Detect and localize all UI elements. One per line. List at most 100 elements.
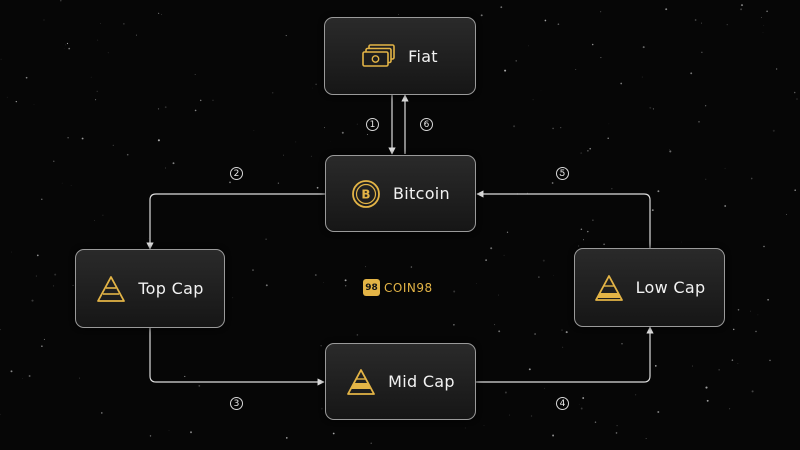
star [562, 346, 564, 348]
star [620, 82, 623, 85]
star [330, 141, 331, 142]
star [356, 334, 359, 336]
star [669, 149, 671, 150]
star [464, 427, 466, 429]
star [578, 403, 580, 405]
star [542, 259, 545, 262]
star [616, 424, 618, 427]
pyramid-icon [346, 368, 376, 396]
star [649, 106, 652, 109]
star [544, 387, 545, 389]
star [506, 231, 509, 233]
star [642, 46, 645, 49]
star [365, 266, 367, 268]
star [157, 12, 160, 15]
star [732, 328, 735, 331]
star [691, 365, 693, 367]
star [252, 269, 254, 271]
star [100, 23, 101, 24]
star [410, 266, 413, 268]
star [600, 11, 602, 13]
star [705, 386, 708, 389]
arrow-mid-cap-to-low-cap [476, 326, 654, 383]
star [199, 99, 202, 102]
star [592, 219, 594, 221]
star [657, 411, 660, 413]
star [669, 150, 672, 153]
mid-cap-label: Mid Cap [388, 372, 455, 391]
star [681, 241, 682, 243]
star [794, 189, 796, 191]
star [763, 25, 765, 26]
star [726, 24, 728, 26]
star [557, 23, 560, 26]
banknotes-icon [362, 44, 396, 68]
star [751, 390, 754, 393]
star [767, 298, 769, 301]
star [565, 331, 568, 334]
mid-cap-node: Mid Cap [325, 343, 476, 420]
star [67, 136, 69, 139]
star [724, 167, 726, 169]
star [786, 214, 788, 215]
star [775, 68, 778, 70]
star [582, 397, 585, 399]
star [81, 137, 84, 140]
star [724, 205, 727, 207]
star [123, 23, 125, 25]
star [793, 91, 796, 94]
star [194, 109, 197, 112]
star [90, 76, 92, 78]
star [737, 309, 740, 311]
star [476, 283, 477, 284]
coin98-wordmark: COIN98 [384, 280, 433, 295]
pyramid-icon [96, 275, 126, 303]
star [729, 408, 731, 410]
step-marker-2: 2 [230, 167, 243, 180]
star [607, 137, 609, 139]
star [755, 330, 757, 333]
low-cap-label: Low Cap [635, 278, 706, 297]
star [504, 391, 507, 394]
star [157, 108, 160, 110]
star [480, 14, 483, 17]
star [315, 83, 317, 86]
star [652, 108, 654, 110]
star [172, 162, 175, 165]
star [66, 42, 69, 45]
star [608, 123, 610, 125]
star [320, 345, 322, 347]
star [600, 57, 602, 59]
star [229, 181, 231, 184]
star [552, 434, 555, 437]
star [603, 243, 605, 246]
star [366, 134, 368, 135]
star [582, 239, 585, 241]
star [10, 370, 13, 373]
step-marker-4: 4 [556, 397, 569, 410]
star [553, 275, 554, 276]
star [503, 254, 505, 256]
star [282, 154, 284, 156]
star [718, 369, 720, 371]
star [35, 275, 37, 277]
star [560, 127, 562, 129]
star [72, 284, 74, 286]
star [796, 98, 798, 100]
star [587, 149, 589, 152]
star [96, 90, 98, 92]
star [107, 52, 109, 54]
star [528, 368, 531, 371]
star [527, 192, 529, 194]
star [453, 324, 455, 326]
star [611, 188, 613, 190]
star [102, 214, 104, 216]
star [65, 44, 66, 46]
star [513, 125, 516, 128]
star [323, 127, 326, 129]
star [657, 190, 660, 193]
star [498, 294, 499, 296]
star [25, 76, 28, 79]
star [694, 19, 697, 21]
